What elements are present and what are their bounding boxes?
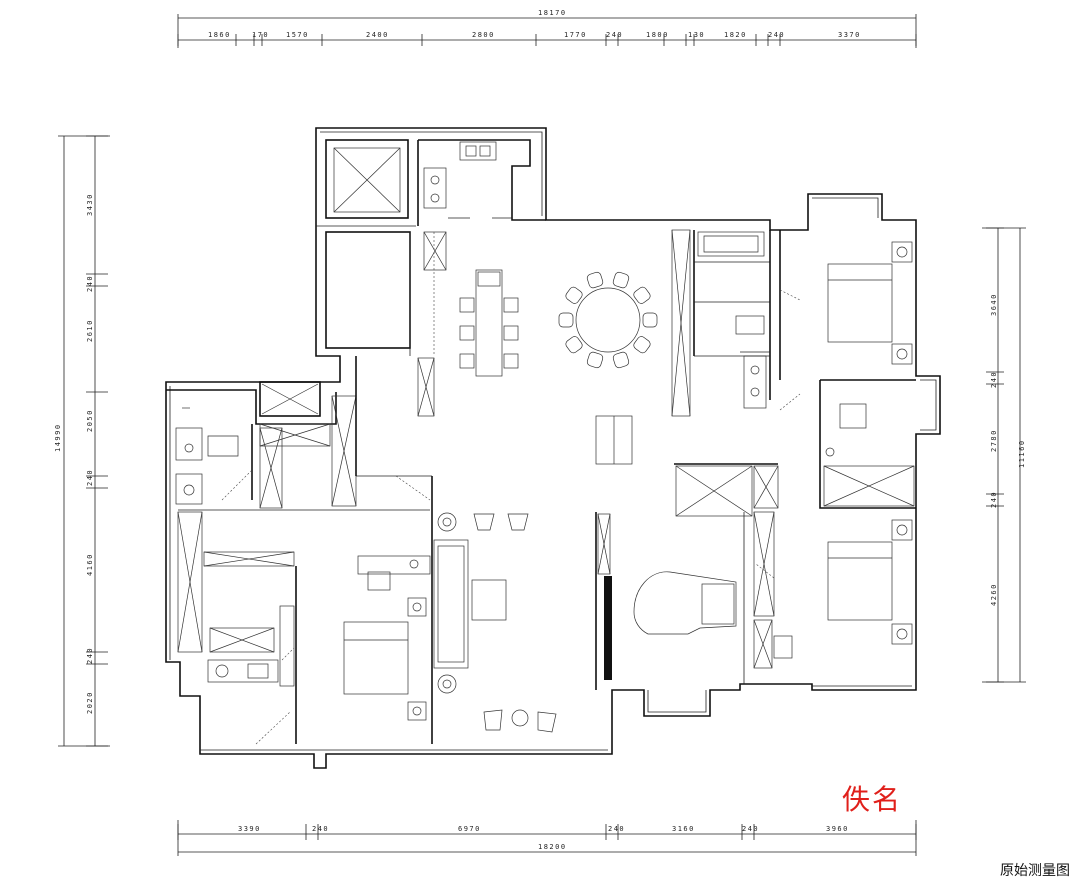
dining-chair: [565, 336, 583, 354]
right-dim-5: 4260: [990, 583, 998, 606]
drawing-caption: 原始测量图: [1000, 863, 1070, 879]
dining-chair: [633, 286, 651, 304]
bottom-dimension-chain: 3390 240 6970 240 3160 240 3960 18200: [177, 820, 917, 856]
left-dim-6: 4160: [86, 553, 94, 576]
right-dim-2: 240: [990, 371, 998, 388]
top-dim-5: 2800: [472, 31, 495, 39]
bottom-dim-4: 240: [608, 825, 625, 833]
dining-chair: [633, 336, 651, 354]
left-dimension-chain: 14990 3430 240 2610 2050 240 4160 240 20…: [54, 135, 110, 747]
left-dim-2: 240: [86, 275, 94, 292]
bottom-dim-6: 240: [742, 825, 759, 833]
top-dim-9: 130: [688, 31, 705, 39]
dining-chair: [558, 312, 574, 328]
interior-walls: [166, 139, 916, 745]
top-dim-6: 1770: [564, 31, 587, 39]
bottom-dim-7: 3960: [826, 825, 849, 833]
right-total-dimension: 11160: [1018, 439, 1026, 468]
left-dim-1: 3430: [86, 193, 94, 216]
bottom-dim-3: 6970: [458, 825, 481, 833]
top-dim-10: 1820: [724, 31, 747, 39]
dining-chair: [586, 351, 604, 369]
top-total-dimension: 18170: [538, 9, 567, 17]
top-dim-3: 1570: [286, 31, 309, 39]
dining-chair: [612, 351, 630, 369]
right-dim-4: 240: [990, 491, 998, 508]
top-dim-8: 1800: [646, 31, 669, 39]
left-dim-3: 2610: [86, 319, 94, 342]
bottom-total-dimension: 18200: [538, 843, 567, 851]
top-dim-12: 3370: [838, 31, 861, 39]
left-dim-7: 240: [86, 647, 94, 664]
top-dimension-chain: 18170 1860 170 1570 2400 2800 1770 240 1…: [177, 9, 917, 48]
top-dim-11: 240: [768, 31, 785, 39]
right-dim-3: 2780: [990, 429, 998, 452]
right-dim-1: 3640: [990, 293, 998, 316]
bottom-dim-2: 240: [312, 825, 329, 833]
top-dim-1: 1860: [208, 31, 231, 39]
top-dim-2: 170: [252, 31, 269, 39]
author-stamp: 佚名: [842, 783, 903, 816]
left-total-dimension: 14990: [54, 423, 62, 452]
exterior-walls: [165, 127, 941, 769]
top-dim-4: 2400: [366, 31, 389, 39]
dining-chair: [642, 312, 658, 328]
top-dim-7: 240: [606, 31, 623, 39]
left-dim-4: 2050: [86, 409, 94, 432]
left-dim-5: 240: [86, 469, 94, 486]
dining-chair: [586, 271, 604, 289]
left-dim-8: 2020: [86, 691, 94, 714]
dining-chair: [612, 271, 630, 289]
right-dimension-chain: 3640 240 2780 240 4260 11160: [982, 227, 1026, 683]
dining-chair: [565, 286, 583, 304]
bottom-dim-1: 3390: [238, 825, 261, 833]
bottom-dim-5: 3160: [672, 825, 695, 833]
